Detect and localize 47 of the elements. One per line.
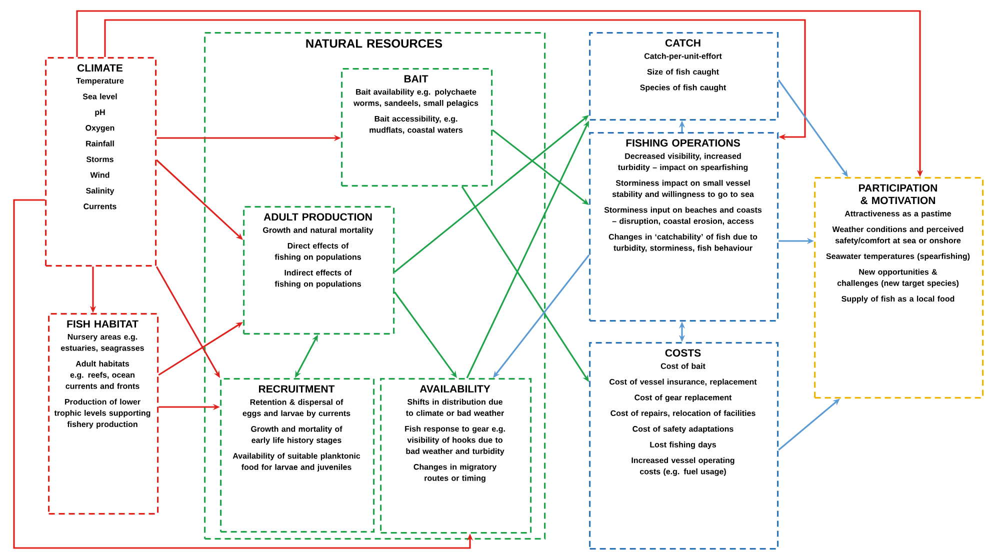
node-label: Sea level bbox=[82, 93, 117, 100]
node-label: Storminess input on beaches and coasts – disruption, coastal erosion, access bbox=[604, 206, 762, 226]
heading: FISH HABITAT bbox=[67, 320, 138, 328]
item-list: Cost of bait Cost of vessel insurance, replacement Cost of gear replacement Cost of repairs, relocation of facilities Cost of safety adaptations Lost fishing days Increased vessel operating costs (e.g. fuel usage) bbox=[610, 363, 757, 476]
arrow bbox=[104, 19, 806, 140]
heading: CATCH bbox=[665, 39, 700, 47]
node-label: Increased vessel operating costs (e.g. fuel usage) bbox=[632, 457, 734, 476]
heading: RECRUITMENT bbox=[259, 385, 335, 393]
node-label: Storms bbox=[86, 156, 114, 162]
item-list: Shifts in distribution due to climate or bad weather Fish response to gear e.g. visibility of hooks due to bad weather and turbidity Changes in migratory routes or timing bbox=[405, 398, 505, 483]
item-list: Attractiveness as a pastime Weather conditions and perceived safety/comfort at sea or onshore Seawater temperatures (spearfishing) New opportunities & challenges (new target species) Supply of fish as a local food bbox=[826, 210, 970, 304]
item-list: Nursery areas e.g. estuaries, seagrasses Adult habitats e.g. reefs, ocean currents and fronts Production of lower trophic levels supporting fishery production bbox=[54, 334, 150, 429]
node-label: Oxygen bbox=[86, 125, 114, 132]
node-label: Changes in ‘catchability’ of fish due to turbidity, storminess, fish behaviour bbox=[608, 234, 758, 252]
item-list: Temperature Sea level pH Oxygen Rainfall Storms Wind Salinity Currents bbox=[76, 78, 124, 210]
item-list: Catch-per-unit-effort Size of fish caught Species of fish caught bbox=[640, 53, 726, 92]
heading: COSTS bbox=[665, 349, 701, 357]
node-label: New opportunities & challenges (new target species) bbox=[837, 268, 958, 288]
node-label: Cost of repairs, relocation of facilities bbox=[610, 410, 756, 418]
node-label: Temperature bbox=[76, 78, 124, 86]
node-label: Storminess impact on small vessel stability and willingness to go to sea bbox=[612, 180, 754, 199]
heading: NATURAL RESOURCES bbox=[306, 39, 442, 48]
node-label: Decreased visibility, increased turbidity – impact on spearfishing bbox=[618, 153, 748, 172]
heading: BAIT bbox=[404, 75, 428, 82]
node-label: Currents bbox=[84, 204, 116, 210]
heading: ADULT PRODUCTION bbox=[264, 213, 372, 221]
heading: AVAILABILITY bbox=[420, 385, 490, 392]
node-label: Cost of bait bbox=[660, 363, 706, 369]
node-label: Wind bbox=[90, 172, 110, 178]
item-list: Growth and natural mortality Direct effects of fishing on populations Indirect effects of fishing on populations bbox=[263, 227, 374, 288]
node-label: Attractiveness as a pastime bbox=[844, 210, 952, 218]
node-label: Weather conditions and perceived safety/comfort at sea or onshore bbox=[832, 226, 964, 245]
node-label: Supply of fish as a local food bbox=[842, 296, 954, 304]
heading: PARTICIPATION & MOTIVATION bbox=[859, 184, 937, 204]
node-label: Salinity bbox=[86, 188, 114, 196]
item-list: Decreased visibility, increased turbidity – impact on spearfishing Storminess impact on small vessel stability and willingness to go to sea Storminess input on beaches and coasts – disruption, coastal erosion, access Changes in ‘catchability’ of fish due to turbidity, storminess, fish behaviour bbox=[604, 153, 762, 252]
item-list: Bait availability e.g. polychaete worms, sandeels, small pelagics Bait accessibility, e.g. mudflats, coastal waters bbox=[354, 88, 478, 134]
heading: CLIMATE bbox=[77, 64, 123, 72]
node-label: Cost of vessel insurance, replacement bbox=[610, 378, 757, 386]
heading: FISHING OPERATIONS bbox=[626, 139, 740, 147]
item-list: Retention & dispersal of eggs and larvae by currents Growth and mortality of early life history stages Availability of suitable planktonic food for larvae and juveniles bbox=[232, 399, 360, 472]
node-label: Lost fishing days bbox=[650, 442, 716, 450]
node-label: Cost of safety adaptations bbox=[632, 426, 734, 434]
node-label: Cost of gear replacement bbox=[634, 394, 732, 402]
node-label: Seawater temperatures (spearfishing) bbox=[826, 253, 970, 261]
node-label: Rainfall bbox=[86, 140, 114, 146]
node-label: pH bbox=[95, 109, 105, 117]
